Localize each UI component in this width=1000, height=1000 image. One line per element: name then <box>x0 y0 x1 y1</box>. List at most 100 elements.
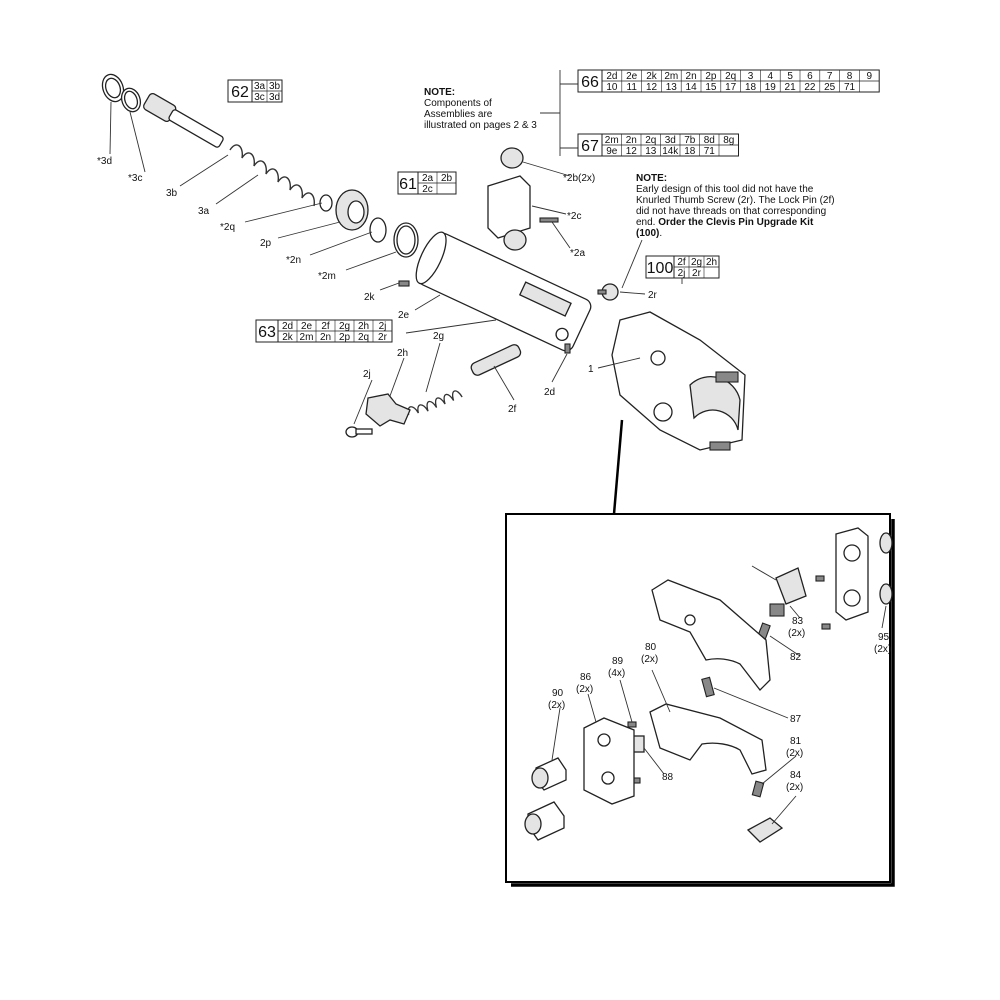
kit-63-item: 2j <box>379 321 387 332</box>
kit-67-item: 8g <box>723 135 734 146</box>
kit-100-number: 100 <box>647 260 674 277</box>
leader-2f <box>493 365 515 401</box>
label-83: 83 <box>792 616 804 627</box>
kit-63-item: 2g <box>339 321 350 332</box>
latch-84-drawing <box>746 817 784 843</box>
pin-2a-drawing <box>539 217 559 223</box>
leader-95 <box>881 605 887 629</box>
kit-67-number: 67 <box>581 138 599 155</box>
kit-66-item: 5 <box>787 71 793 82</box>
kit-63-item: 2m <box>300 332 314 343</box>
bushing-90-bottom-end-drawing <box>524 813 542 835</box>
leader-82 <box>769 635 801 657</box>
kit-66-item: 6 <box>807 71 813 82</box>
kit-66-item: 2d <box>606 71 617 82</box>
note-components-heading: NOTE: <box>424 87 455 98</box>
kit-62-item: 3c <box>254 92 265 103</box>
kit-63-item: 2h <box>358 321 369 332</box>
upper-jaw-hole-drawing <box>684 614 696 626</box>
leader-61-link <box>450 132 500 178</box>
lock-pin-2f-drawing <box>470 344 522 376</box>
kit-66-item: 10 <box>606 82 618 93</box>
roller-2b-bottom-drawing <box>503 229 527 251</box>
cylinder-end-drawing <box>415 231 447 285</box>
kit-67-item: 71 <box>704 146 716 157</box>
kit-66-item: 13 <box>666 82 678 93</box>
side-plate-hole-1-drawing <box>843 544 861 562</box>
kit-66-item: 2e <box>626 71 638 82</box>
label-87: 87 <box>790 714 802 725</box>
spring-87-drawing <box>701 676 715 698</box>
leader-80 <box>651 669 671 713</box>
set-screw-2k-drawing <box>398 280 410 287</box>
kit-100-item: 2g <box>691 257 702 268</box>
leader-63 <box>405 319 497 334</box>
leader-88 <box>643 747 665 775</box>
detail-part-labels: 83 (2x) 82 95 (2x) 80 (2x) 89 (4x) 86 (2… <box>548 616 891 793</box>
lower-jaw-drawing <box>649 703 767 775</box>
kit-63-item: 2p <box>339 332 351 343</box>
kit-67-item: 2q <box>645 135 656 146</box>
wing-nut-2h-drawing <box>365 393 411 427</box>
leader-3c <box>129 111 146 173</box>
kit-63-number: 63 <box>258 324 276 341</box>
kit-63-item: 2e <box>301 321 313 332</box>
kit-66-item: 18 <box>745 82 757 93</box>
label-95: 95 <box>878 632 890 643</box>
side-plate-86-hole-1-drawing <box>597 733 611 747</box>
kit-61-item: 2b <box>441 173 453 184</box>
label-2h: 2h <box>397 348 408 359</box>
kit-67-item: 14k <box>662 146 679 157</box>
side-plate-86-hole-2-drawing <box>601 771 615 785</box>
kit-66-item: 15 <box>705 82 717 93</box>
leader-1 <box>597 357 641 369</box>
note-early-line-5-suffix: . <box>659 228 662 239</box>
kit-100-item: 2r <box>692 268 702 279</box>
bushing-90-top-end-drawing <box>531 767 549 789</box>
leader-note-early <box>621 239 643 289</box>
roller-2b-top-drawing <box>500 147 524 169</box>
leader-90 <box>551 707 561 761</box>
kit-61-item: 2a <box>422 173 434 184</box>
pin-95-b-drawing <box>821 623 831 630</box>
kit-67-item: 7b <box>684 135 696 146</box>
leader-89 <box>619 679 633 723</box>
label-86-qty: (2x) <box>576 684 593 695</box>
kit-100-item: 2f <box>677 257 686 268</box>
piston-2p-inner-drawing <box>347 200 365 224</box>
leader-2k <box>379 282 400 291</box>
kit-66-item: 71 <box>844 82 856 93</box>
ring-2q-drawing <box>319 194 333 212</box>
leader-87 <box>713 687 789 719</box>
leader-2r <box>619 291 646 295</box>
kit-63-item: 2d <box>282 321 293 332</box>
head-hole-1-drawing <box>650 350 666 366</box>
head-hole-2-drawing <box>653 402 673 422</box>
leader-86 <box>587 693 597 723</box>
note-early-line-5-bold: (100) <box>636 228 659 239</box>
bushing-95-bottom-drawing <box>879 583 893 605</box>
latch-knurl-drawing <box>769 603 785 617</box>
leader-2p <box>277 221 341 239</box>
kit-66-item: 2p <box>705 71 717 82</box>
kit-66-item: 8 <box>847 71 853 82</box>
note-components-line-3: illustrated on pages 2 & 3 <box>424 120 537 131</box>
kit-66-item: 25 <box>824 82 836 93</box>
kit-62-item: 3d <box>269 92 280 103</box>
note-components-line-2: Assemblies are <box>424 109 493 120</box>
screw-2d-drawing <box>564 343 571 354</box>
label-2k: 2k <box>364 292 376 303</box>
leader-2j <box>353 379 373 425</box>
kit-66-item: 14 <box>686 82 698 93</box>
label-2a: *2a <box>570 248 585 259</box>
label-90: 90 <box>552 688 564 699</box>
label-2p: 2p <box>260 238 272 249</box>
label-2b: *2b(2x) <box>563 173 595 184</box>
kit-62-item: 3b <box>269 81 281 92</box>
note-early-design: NOTE: Early design of this tool did not … <box>636 173 835 239</box>
lock-pin-body-drawing <box>470 344 522 376</box>
head-latch-drawing <box>715 371 739 383</box>
